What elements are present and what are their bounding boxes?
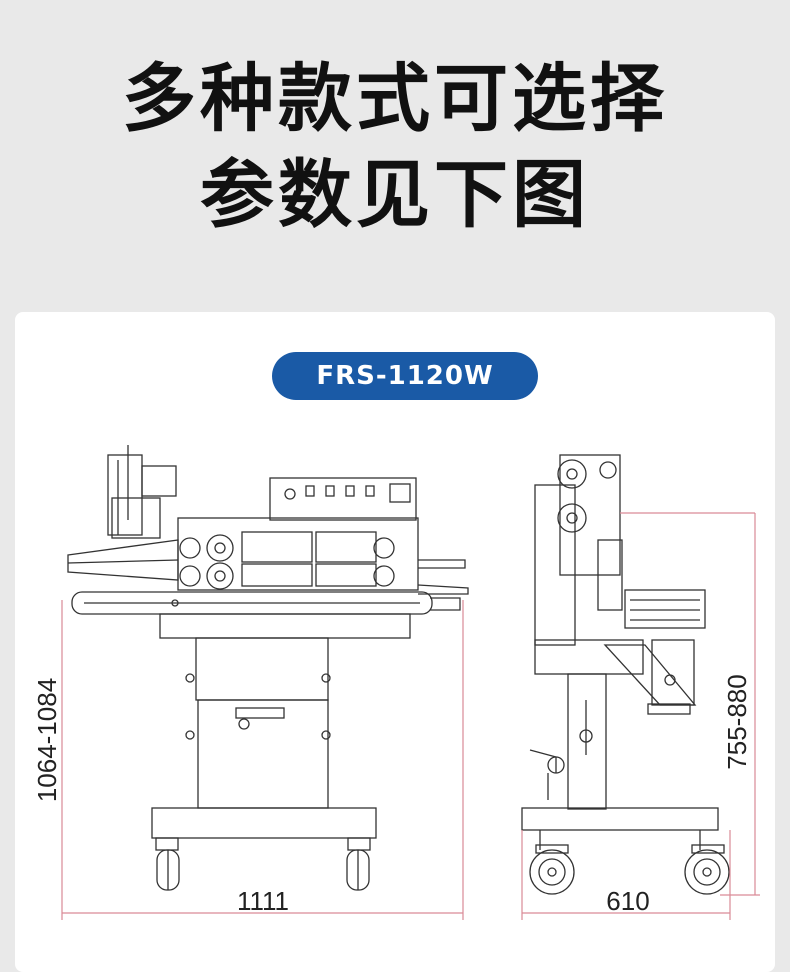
side-width-label: 610 — [606, 886, 649, 916]
dimension-lines — [61, 512, 760, 920]
front-height-label: 1064-1084 — [32, 678, 62, 802]
front-view — [67, 445, 469, 891]
drawing-card — [15, 312, 775, 972]
model-badge: FRS-1120W — [272, 352, 538, 400]
headline-line-1: 多种款式可选择 — [122, 56, 668, 142]
side-view — [521, 454, 730, 895]
front-width-label: 1111 — [237, 886, 289, 916]
headline-line-2: 参数见下图 — [200, 152, 590, 238]
side-height-label: 755-880 — [722, 674, 752, 769]
